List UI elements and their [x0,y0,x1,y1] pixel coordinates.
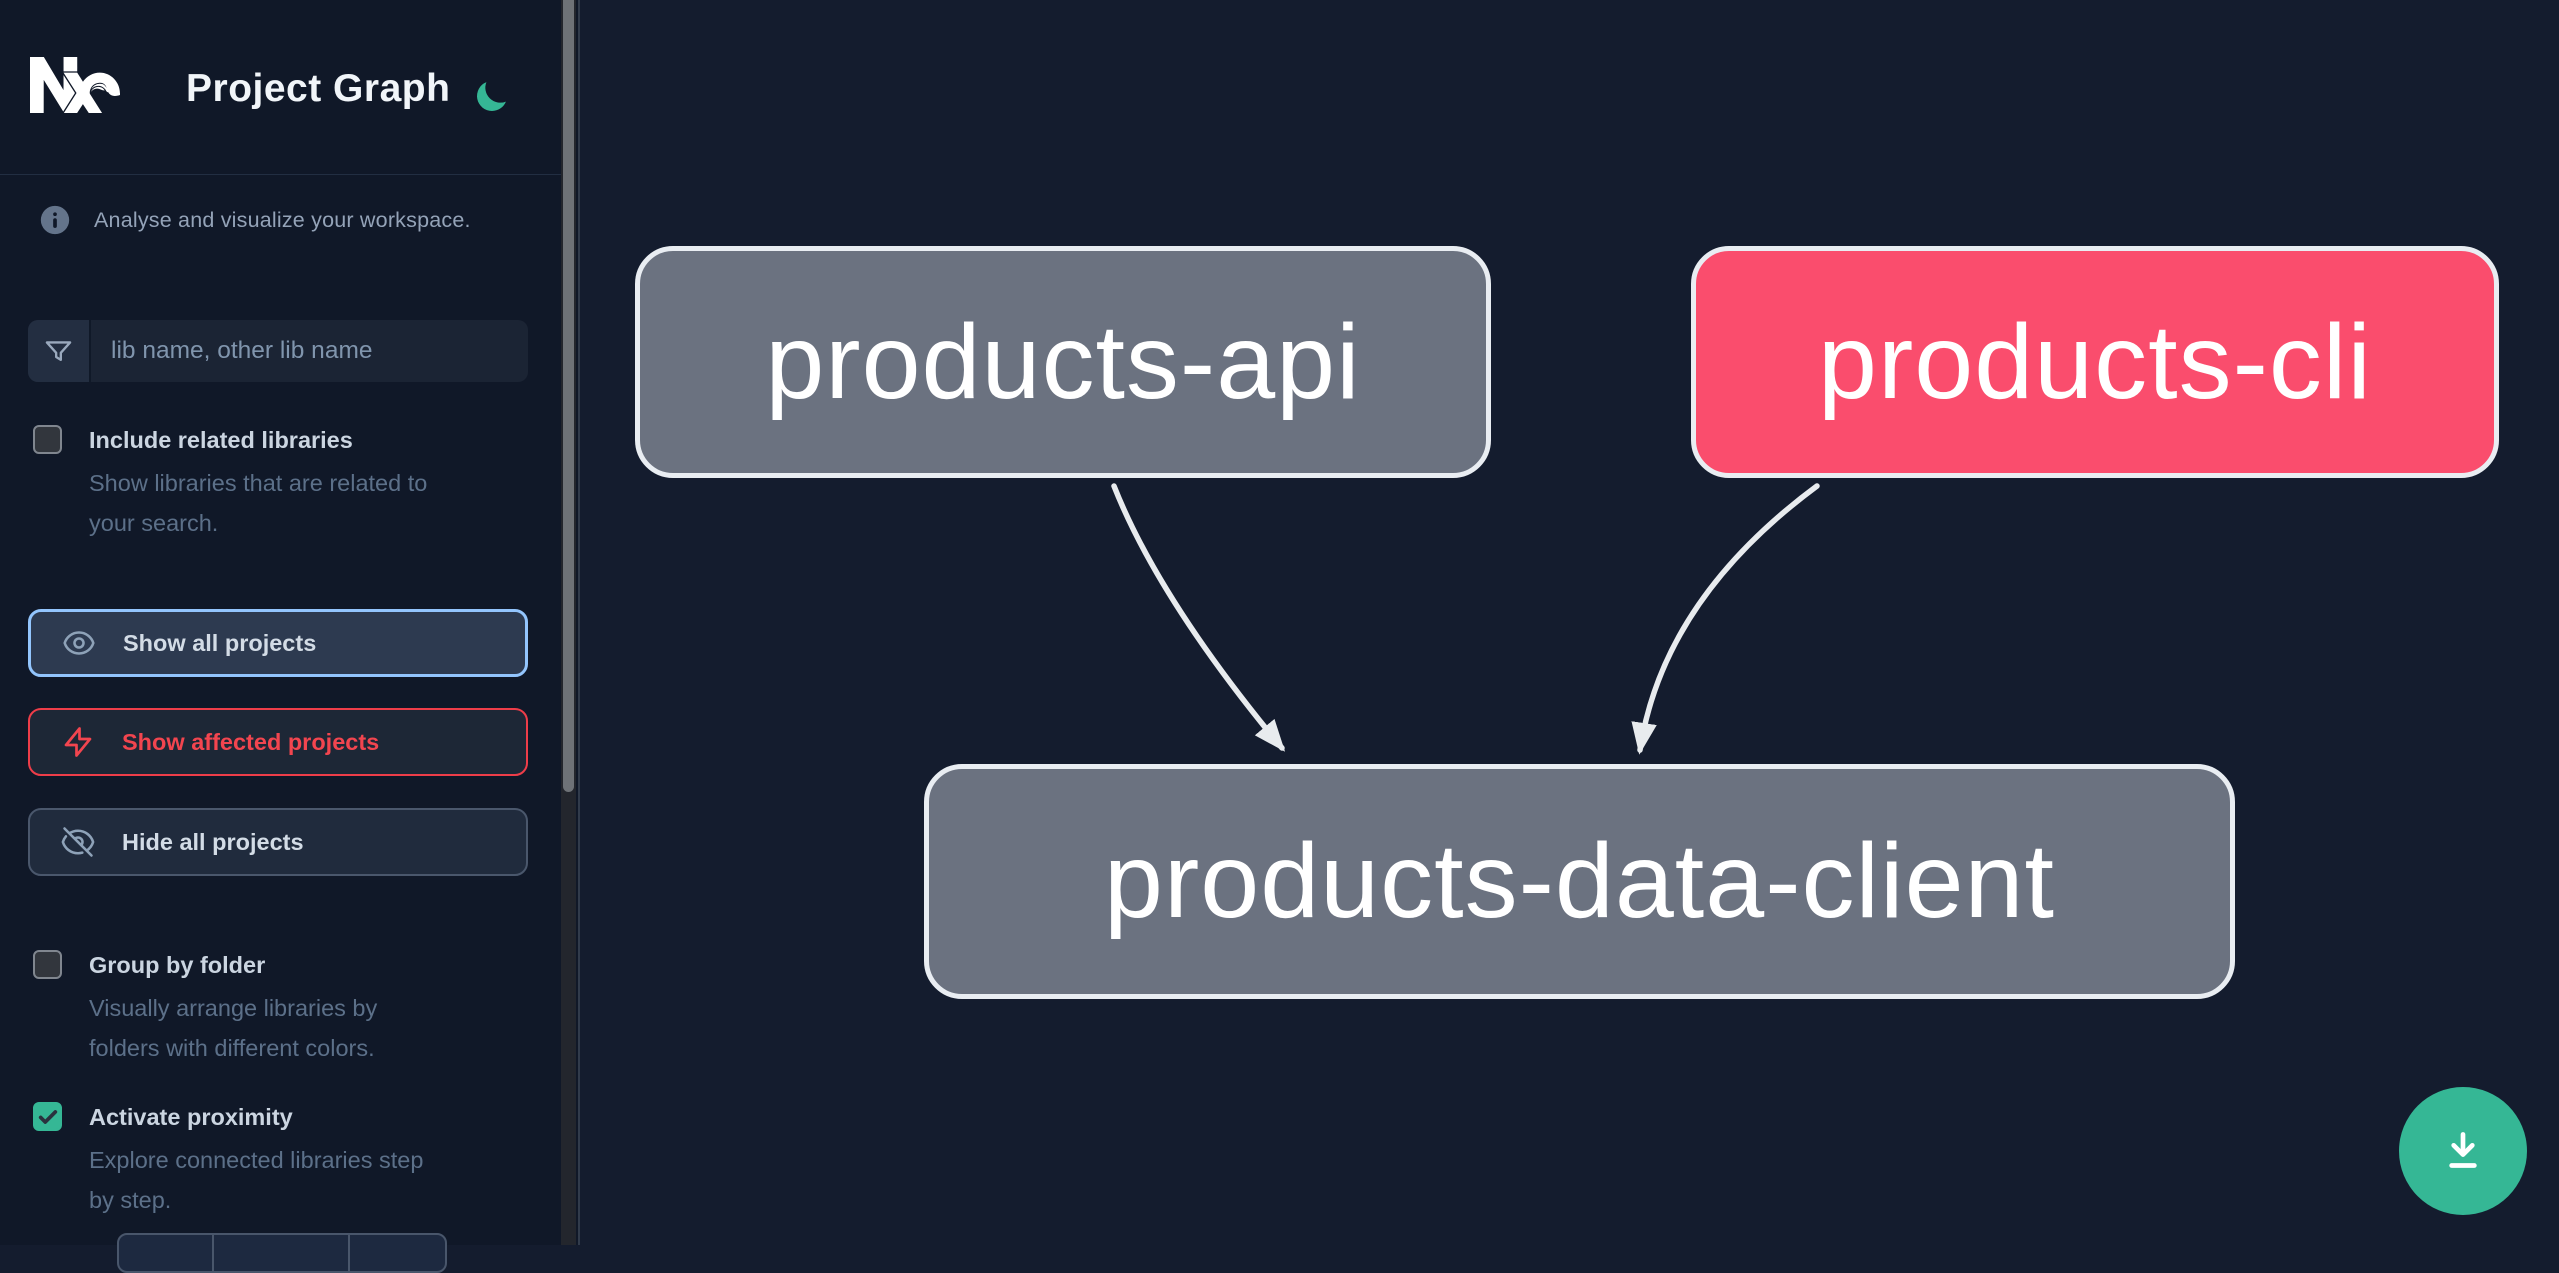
group-by-folder-label: Group by folder [89,952,266,978]
page-title: Project Graph [186,67,451,110]
proximity-increment-button[interactable] [348,1235,445,1271]
sidebar: Project Graph Analyse and visualize your… [0,0,580,1273]
group-by-folder-checkbox[interactable] [33,950,62,979]
proximity-depth-stepper [117,1233,447,1273]
show-all-projects-button[interactable]: Show all projects [28,609,528,677]
bolt-icon [64,727,92,757]
nx-logo [30,57,120,113]
sidebar-scrollbar-thumb[interactable] [563,0,574,792]
show-affected-projects-label: Show affected projects [122,728,380,755]
activate-proximity-description: Explore connected libraries step by step… [89,1147,424,1213]
hide-all-projects-button[interactable]: Hide all projects [28,808,528,876]
download-image-button[interactable] [2399,1087,2527,1215]
activate-proximity-option: Activate proximity Explore connected lib… [33,1101,543,1220]
group-by-folder-description: Visually arrange libraries by folders wi… [89,995,378,1061]
search-box [28,320,528,382]
include-related-checkbox[interactable] [33,425,62,454]
include-related-description: Show libraries that are related to your … [89,470,428,536]
theme-toggle-button[interactable] [470,75,514,119]
checkmark-icon [38,1109,57,1124]
hide-all-projects-label: Hide all projects [122,828,304,855]
graph-edges [1111,483,1820,755]
sidebar-header: Project Graph [0,0,563,175]
info-icon [40,205,70,235]
activate-proximity-checkbox[interactable] [33,1102,62,1131]
activate-proximity-label: Activate proximity [89,1104,293,1130]
edge-products-api-to-products-data-client[interactable] [1111,483,1286,752]
tagline-text: Analyse and visualize your workspace. [94,207,471,232]
search-input[interactable] [91,320,528,382]
show-affected-projects-button[interactable]: Show affected projects [28,708,528,776]
download-icon [2449,1132,2477,1168]
tagline: Analyse and visualize your workspace. [38,203,471,237]
group-by-folder-option: Group by folder Visually arrange librari… [33,949,543,1068]
graph-node-products-api[interactable]: products-api [635,246,1491,478]
eye-icon [63,631,95,655]
node-label: products-cli [1818,302,2372,421]
include-related-option: Include related libraries Show libraries… [33,424,543,543]
search-icon-cell [28,320,91,382]
graph-node-products-data-client[interactable]: products-data-client [924,764,2235,999]
node-label: products-data-client [1104,822,2055,940]
show-all-projects-label: Show all projects [123,629,317,656]
sidebar-scrollbar-track[interactable] [561,0,576,1245]
graph-node-products-cli[interactable]: products-cli [1691,246,2499,478]
filter-icon [45,340,72,361]
proximity-decrement-button[interactable] [119,1235,212,1271]
eye-off-icon [61,827,95,857]
graph-canvas[interactable]: products-api products-cli products-data-… [582,0,2559,1245]
node-label: products-api [765,302,1361,421]
edge-products-cli-to-products-data-client[interactable] [1631,483,1820,755]
moon-icon [477,81,506,111]
include-related-label: Include related libraries [89,427,353,453]
proximity-depth-value [212,1235,348,1271]
